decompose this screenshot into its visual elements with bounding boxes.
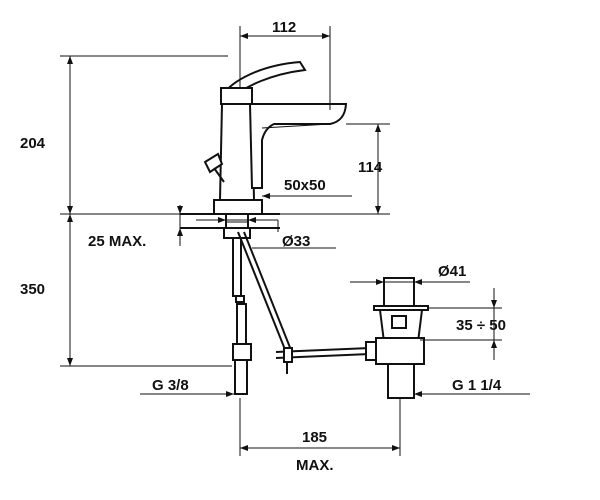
label-g-1-1-4: G 1 1/4 <box>452 377 502 394</box>
label-25-max: 25 MAX. <box>88 233 146 250</box>
label-50x50: 50x50 <box>284 177 326 194</box>
spout <box>248 103 348 189</box>
label-diameter-33: Ø33 <box>282 233 310 250</box>
faucet-base <box>213 199 263 215</box>
dimension-lines <box>60 26 530 456</box>
label-112: 112 <box>272 19 296 36</box>
label-204: 204 <box>20 135 46 152</box>
label-114: 114 <box>358 159 383 176</box>
label-diameter-41: Ø41 <box>438 263 466 280</box>
supply-hose <box>232 237 252 395</box>
label-185: 185 <box>302 429 327 446</box>
cartridge-cap <box>220 87 253 105</box>
dimension-labels: 112 204 114 50x50 25 MAX. Ø33 350 Ø41 35… <box>20 19 506 474</box>
label-35-50: 35 ÷ 50 <box>456 317 506 334</box>
faucet <box>180 60 348 239</box>
pop-up-knob <box>203 152 224 174</box>
pop-up-waste <box>365 277 429 399</box>
label-185-max: MAX. <box>296 457 334 474</box>
pull-rod <box>237 231 371 374</box>
label-g-3-8: G 3/8 <box>152 377 189 394</box>
label-350: 350 <box>20 281 45 298</box>
faucet-body <box>218 103 256 201</box>
hose-nut <box>232 343 252 361</box>
